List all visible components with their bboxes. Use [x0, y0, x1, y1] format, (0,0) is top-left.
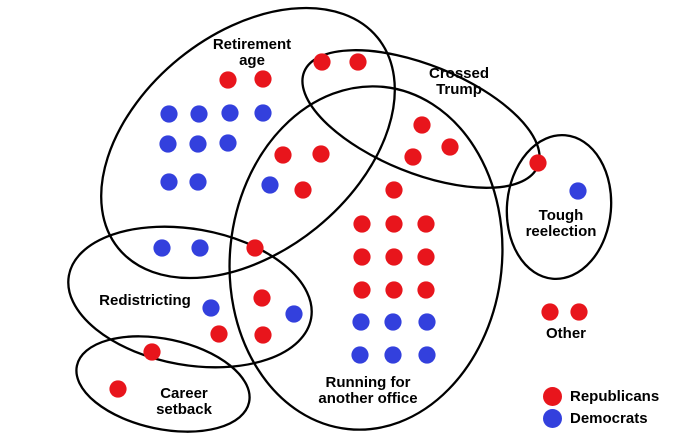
democrat-dot [569, 182, 587, 200]
set-ellipse-career-setback [75, 335, 251, 433]
democrat-dot [191, 239, 209, 257]
republican-dot [385, 181, 403, 199]
democrat-dot [221, 104, 239, 122]
legend: Republicans Democrats [543, 385, 659, 429]
legend-item-republicans: Republicans [543, 385, 659, 407]
republican-dot [385, 215, 403, 233]
label-tough-reelection: Tough reelection [526, 208, 597, 240]
legend-item-democrats: Democrats [543, 407, 659, 429]
democrat-dot [189, 173, 207, 191]
label-running-for-another-office: Running for another office [318, 375, 417, 407]
democrat-dot [285, 305, 303, 323]
republican-dot [417, 248, 435, 266]
republican-dot [219, 71, 237, 89]
label-crossed-trump: Crossed Trump [429, 66, 489, 98]
democrat-legend-dot-icon [543, 408, 562, 428]
label-other: Other [545, 325, 587, 342]
democrat-dot [352, 313, 370, 331]
label-running-line2: another office [318, 390, 418, 407]
democrat-dot [159, 135, 177, 153]
label-redistricting-line1: Redistricting [99, 292, 191, 309]
democrat-dot [418, 346, 436, 364]
democrat-dot [384, 313, 402, 331]
republican-dot [143, 343, 161, 361]
democrat-dot [219, 134, 237, 152]
republican-legend-dot-icon [543, 386, 562, 406]
democrat-dot [189, 135, 207, 153]
republican-dot [417, 281, 435, 299]
democrat-dot [351, 346, 369, 364]
label-retirement-age: Retirement age [213, 37, 291, 69]
republican-dot [109, 380, 127, 398]
label-retirement-age-line2: age [239, 52, 265, 69]
republican-dot [253, 289, 271, 307]
democrat-dot [418, 313, 436, 331]
set-ellipse-retirement-age [100, 6, 396, 280]
republican-dot [441, 138, 459, 156]
republican-dot [349, 53, 367, 71]
republican-dot [413, 116, 431, 134]
label-career-setback: Career setback [156, 386, 212, 418]
label-retirement-age-line1: Retirement [212, 36, 292, 53]
label-tough-reelection-line1: Tough [538, 207, 584, 224]
republican-dot [385, 281, 403, 299]
republican-dot [353, 281, 371, 299]
democrat-dot [254, 104, 272, 122]
label-career-setback-line2: setback [156, 401, 212, 418]
republican-dot [294, 181, 312, 199]
democrat-dot [153, 239, 171, 257]
republican-dot [210, 325, 228, 343]
democrat-dot [190, 105, 208, 123]
set-ellipse-tough-reelection [505, 133, 613, 281]
label-crossed-trump-line2: Trump [436, 81, 482, 98]
democrat-dot [160, 173, 178, 191]
democrat-dot [202, 299, 220, 317]
republican-dot [529, 154, 547, 172]
republican-dot [570, 303, 588, 321]
set-ellipse-running-office [228, 85, 504, 431]
republican-dot [353, 215, 371, 233]
label-tough-reelection-line2: reelection [525, 223, 597, 240]
republican-dot [312, 145, 330, 163]
republican-dot [254, 326, 272, 344]
republican-dot [274, 146, 292, 164]
republican-dot [254, 70, 272, 88]
democrat-dot [384, 346, 402, 364]
republican-dot [313, 53, 331, 71]
republican-dot [541, 303, 559, 321]
legend-label-democrats: Democrats [570, 409, 648, 427]
republican-dot [385, 248, 403, 266]
democrat-dot [261, 176, 279, 194]
label-crossed-trump-line1: Crossed [428, 65, 490, 82]
republican-dot [417, 215, 435, 233]
republican-dot [246, 239, 264, 257]
legend-label-republicans: Republicans [570, 387, 660, 405]
democrat-dot [160, 105, 178, 123]
republican-dot [404, 148, 422, 166]
republican-dot [353, 248, 371, 266]
set-ellipse-redistricting [67, 225, 313, 369]
label-career-setback-line1: Career [160, 385, 208, 402]
label-running-line1: Running for [325, 374, 411, 391]
label-redistricting: Redistricting [99, 293, 191, 309]
